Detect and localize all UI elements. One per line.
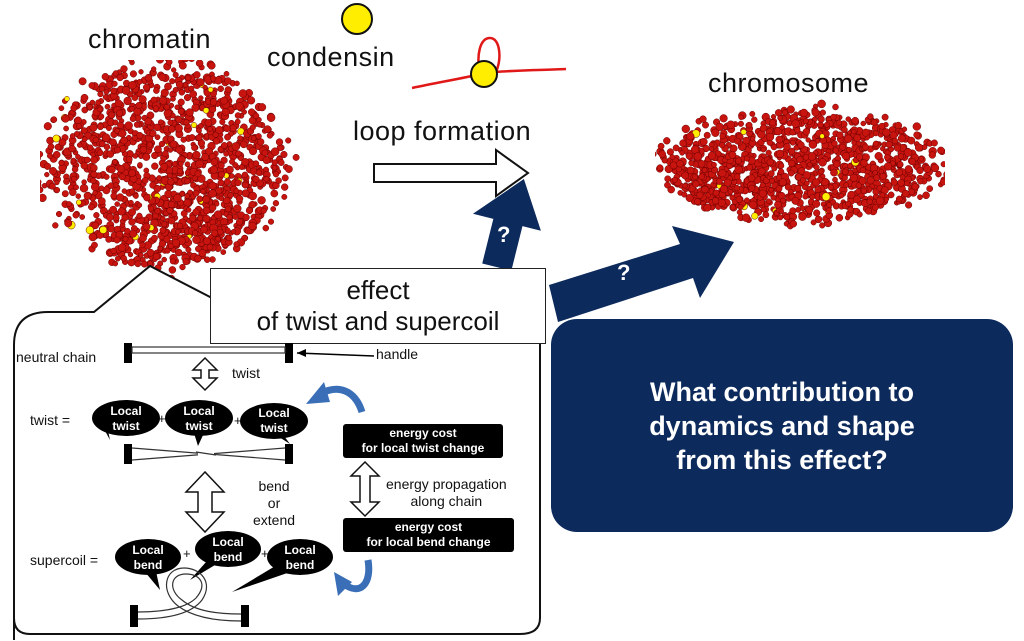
chromatin-structure <box>40 60 300 282</box>
loop-formation-label: loop formation <box>353 116 532 146</box>
effect-line-2: of twist and supercoil <box>256 306 500 336</box>
question-line-3: from this effect? <box>676 444 888 475</box>
condensin-on-loop-icon <box>470 60 498 88</box>
energy-propagation-label: energy propagation along chain <box>386 476 507 509</box>
chromatin-label: chromatin <box>88 24 212 54</box>
effect-line-1: effect <box>346 275 410 305</box>
condensin-label: condensin <box>267 42 395 72</box>
condensin-icon <box>341 3 373 35</box>
up-question-arrow <box>472 179 541 271</box>
energy-cost-twist-box: energy cost for local twist change <box>343 424 503 458</box>
plus-3: + <box>183 546 191 561</box>
plus-2: + <box>234 413 242 428</box>
handle-pointer <box>296 352 375 357</box>
energy-propagation-arrow <box>349 460 381 518</box>
local-twist-bubble-3 <box>240 403 308 444</box>
chromosome-label: chromosome <box>708 68 870 98</box>
cycle-arrow-bottom <box>341 559 373 593</box>
diagonal-question-arrow <box>549 226 734 322</box>
plus-1: + <box>158 411 166 426</box>
bend-double-arrow <box>184 470 226 534</box>
supercoil-equation-label: supercoil = <box>30 552 99 568</box>
plus-4: + <box>261 546 269 561</box>
neutral-chain <box>131 346 286 354</box>
neutral-chain-end-left <box>124 343 132 363</box>
local-bend-bubble-3 <box>232 539 333 592</box>
twist-arrow-label: twist <box>232 365 260 381</box>
energy-cost-bend-box: energy cost for local bend change <box>343 518 514 552</box>
twisted-chain-end-right <box>285 444 293 464</box>
chromosome-structure <box>655 99 945 230</box>
question-line-1: What contribution to <box>650 376 914 407</box>
loop-formation-arrow <box>373 148 530 198</box>
twist-double-arrow <box>191 356 219 392</box>
supercoil-end-left <box>130 605 138 627</box>
neutral-chain-end-right <box>285 343 293 363</box>
supercoil-chain <box>137 573 242 615</box>
loop-extrusion-icon <box>411 36 567 90</box>
effect-box: effect of twist and supercoil <box>210 268 546 344</box>
neutral-chain-label: neutral chain <box>16 349 97 365</box>
diagonal-arrow-question: ? <box>617 260 631 285</box>
twist-equation-label: twist = <box>30 412 71 428</box>
question-box: What contribution to dynamics and shape … <box>551 319 1013 532</box>
question-line-2: dynamics and shape <box>649 410 915 441</box>
local-bend-bubble-1 <box>115 539 181 590</box>
supercoil-end-right <box>241 605 249 627</box>
handle-label: handle <box>376 346 419 362</box>
bend-or-extend-label: bend or extend <box>253 478 296 528</box>
local-twist-bubble-2 <box>165 400 233 446</box>
twisted-chain-end-left <box>124 444 132 464</box>
up-arrow-question: ? <box>497 222 511 247</box>
local-twist-bubble-1 <box>92 400 160 440</box>
